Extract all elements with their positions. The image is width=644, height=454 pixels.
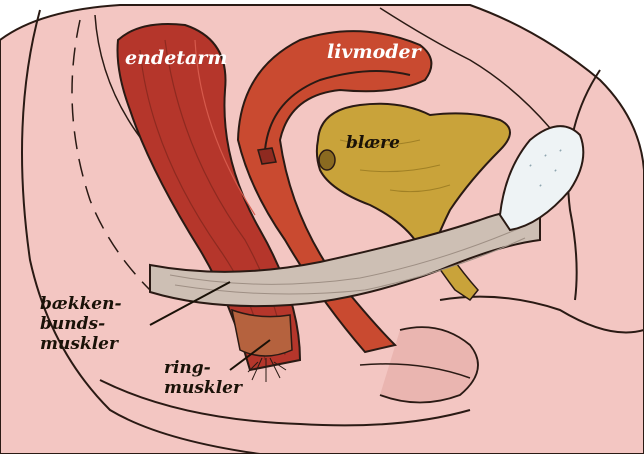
label-baekken: bækken- — [40, 294, 122, 314]
label-ring: ring- — [164, 358, 211, 378]
label-blaere: blære — [346, 133, 400, 153]
label-muskler-2: muskler — [164, 378, 242, 398]
cervix — [258, 148, 276, 164]
label-bunds: bunds- — [40, 314, 105, 334]
label-livmoder: livmoder — [327, 42, 421, 62]
label-muskler-1: muskler — [40, 334, 118, 354]
ureter-opening — [319, 150, 335, 170]
anal-sphincter — [232, 310, 292, 356]
label-endetarm: endetarm — [125, 48, 227, 68]
